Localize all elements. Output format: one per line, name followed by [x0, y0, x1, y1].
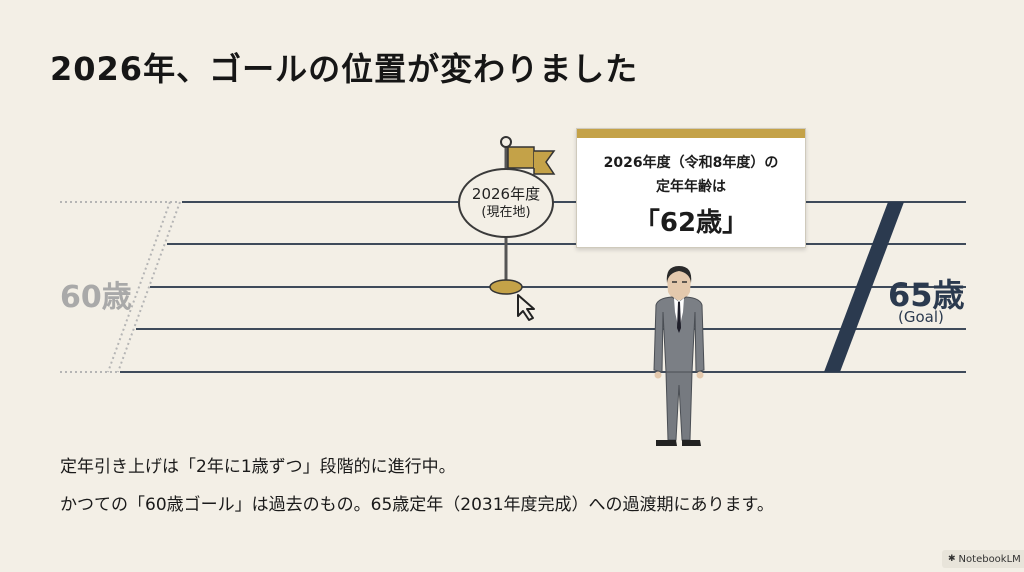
marker-sub: (現在地) — [481, 205, 531, 220]
start-age-label: 60歳 — [60, 280, 132, 315]
description-line1: 定年引き上げは「2年に1歳ずつ」段階的に進行中。 — [60, 457, 456, 477]
goal-line — [824, 202, 904, 372]
goal-age-label: 65歳 — [888, 276, 965, 314]
notebook-icon: ✱ — [948, 554, 956, 564]
cursor-icon — [517, 294, 535, 321]
card-line2: 定年年齢は — [656, 179, 726, 195]
current-position-marker: 2026年度 (現在地) — [458, 168, 554, 238]
goal-sub-label: (Goal) — [898, 308, 944, 326]
card-line1: 2026年度（令和8年度）の — [603, 155, 779, 171]
card-accent-bar — [577, 129, 805, 138]
brand-label: NotebookLM — [958, 553, 1021, 565]
businessman-figure — [653, 266, 705, 446]
flag-icon — [507, 146, 556, 175]
description-line2: かつての「60歳ゴール」は過去のもの。65歳定年（2031年度完成）への過渡期に… — [60, 495, 774, 515]
card-age: 「62歳」 — [633, 208, 749, 238]
brand-badge: ✱ NotebookLM — [942, 550, 1024, 568]
page-title: 2026年、ゴールの位置が変わりました — [50, 50, 639, 88]
track-start-dotted — [60, 201, 181, 373]
retirement-age-card: 2026年度（令和8年度）の 定年年齢は 「62歳」 — [576, 128, 806, 248]
marker-year: 2026年度 — [471, 185, 541, 203]
